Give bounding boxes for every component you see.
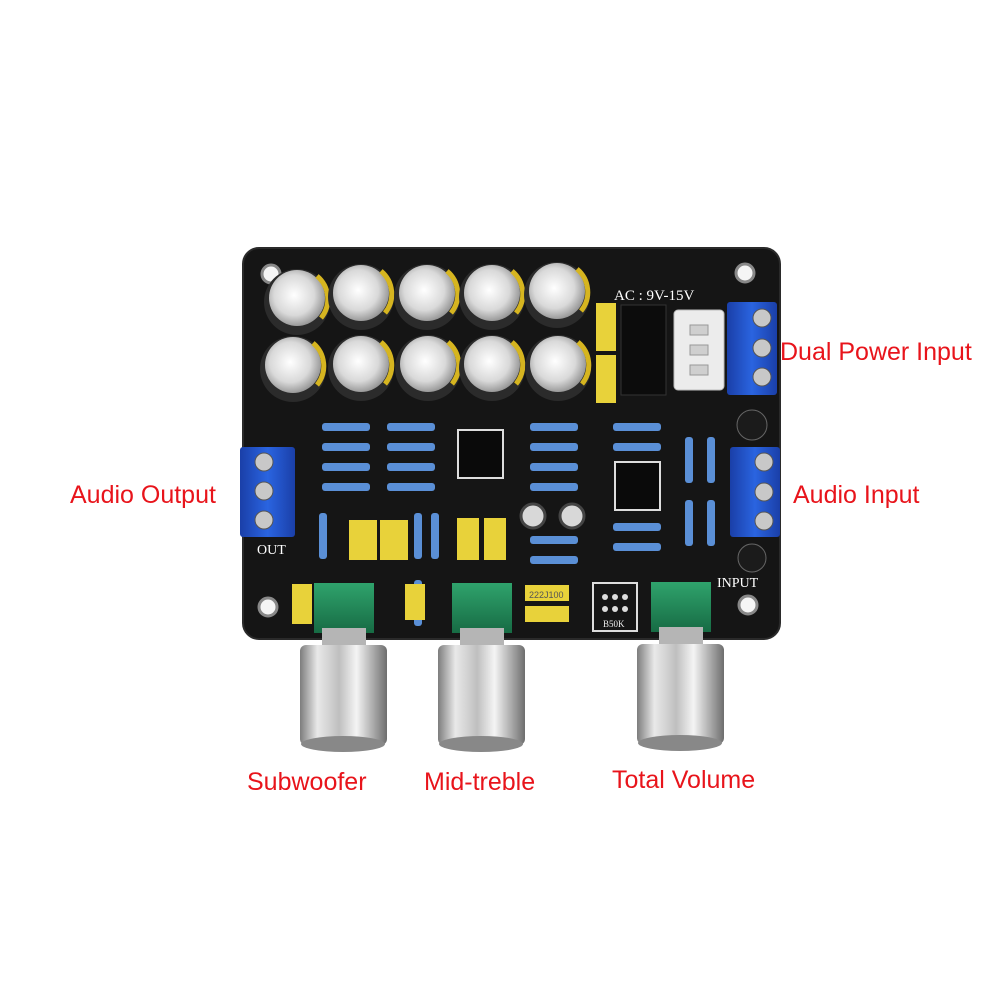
input-marking: INPUT [717, 576, 759, 591]
power-film-capacitors [596, 303, 616, 403]
electrolytic-capacitor [333, 336, 389, 392]
resistor [387, 443, 435, 451]
bridge-rectifier [620, 304, 667, 396]
mid-treble-label: Mid-treble [424, 768, 536, 796]
resistor [613, 523, 661, 531]
electrolytic-capacitor [333, 265, 389, 321]
resistor [530, 483, 578, 491]
resistor [685, 437, 693, 483]
resistor [530, 556, 578, 564]
power-marking: AC : 9V-15V [614, 288, 694, 304]
electrolytic-capacitor [399, 265, 455, 321]
pot-footprint: B50K [592, 582, 638, 632]
subwoofer-label: Subwoofer [247, 768, 367, 796]
mid-treble-potentiometer [438, 583, 525, 752]
total-volume-potentiometer [637, 582, 724, 751]
resistor [319, 513, 327, 559]
dual-power-input-label: Dual Power Input [780, 338, 972, 366]
electrolytic-capacitor [265, 337, 321, 393]
resistor [707, 500, 715, 546]
opamp-chips [457, 429, 661, 511]
resistor [387, 423, 435, 431]
electrolytic-capacitor [400, 336, 456, 392]
resistor [613, 443, 661, 451]
resistor [530, 443, 578, 451]
resistor [613, 423, 661, 431]
resistor [707, 437, 715, 483]
resistor [414, 513, 422, 559]
terminal-audio-output [240, 447, 295, 537]
electrolytic-capacitor [464, 336, 520, 392]
resistor [530, 463, 578, 471]
small-capacitors [519, 409, 768, 573]
svg-text:B50K: B50K [603, 619, 625, 629]
resistor [322, 423, 370, 431]
out-marking: OUT [257, 543, 286, 558]
resistor [322, 483, 370, 491]
resistor [387, 483, 435, 491]
subwoofer-potentiometer [300, 583, 387, 752]
total-volume-label: Total Volume [612, 766, 756, 794]
resistor [431, 513, 439, 559]
resistor [530, 536, 578, 544]
resistor [685, 500, 693, 546]
resistor [322, 443, 370, 451]
audio-output-label: Audio Output [70, 481, 216, 509]
resistor [530, 423, 578, 431]
electrolytic-capacitor [530, 336, 586, 392]
terminal-audio-input [730, 447, 780, 537]
electrolytic-capacitors [260, 262, 592, 402]
terminal-dual-power [727, 302, 777, 395]
small-film-capacitors: 222J100 [525, 585, 569, 622]
electrolytic-capacitor [529, 263, 585, 319]
resistor [322, 463, 370, 471]
svg-text:222J100: 222J100 [529, 590, 564, 600]
audio-input-label: Audio Input [793, 481, 920, 509]
resistor [387, 463, 435, 471]
electrolytic-capacitor [269, 270, 325, 326]
resistor [613, 543, 661, 551]
tone-film-capacitors [292, 518, 506, 624]
electrolytic-capacitor [464, 265, 520, 321]
